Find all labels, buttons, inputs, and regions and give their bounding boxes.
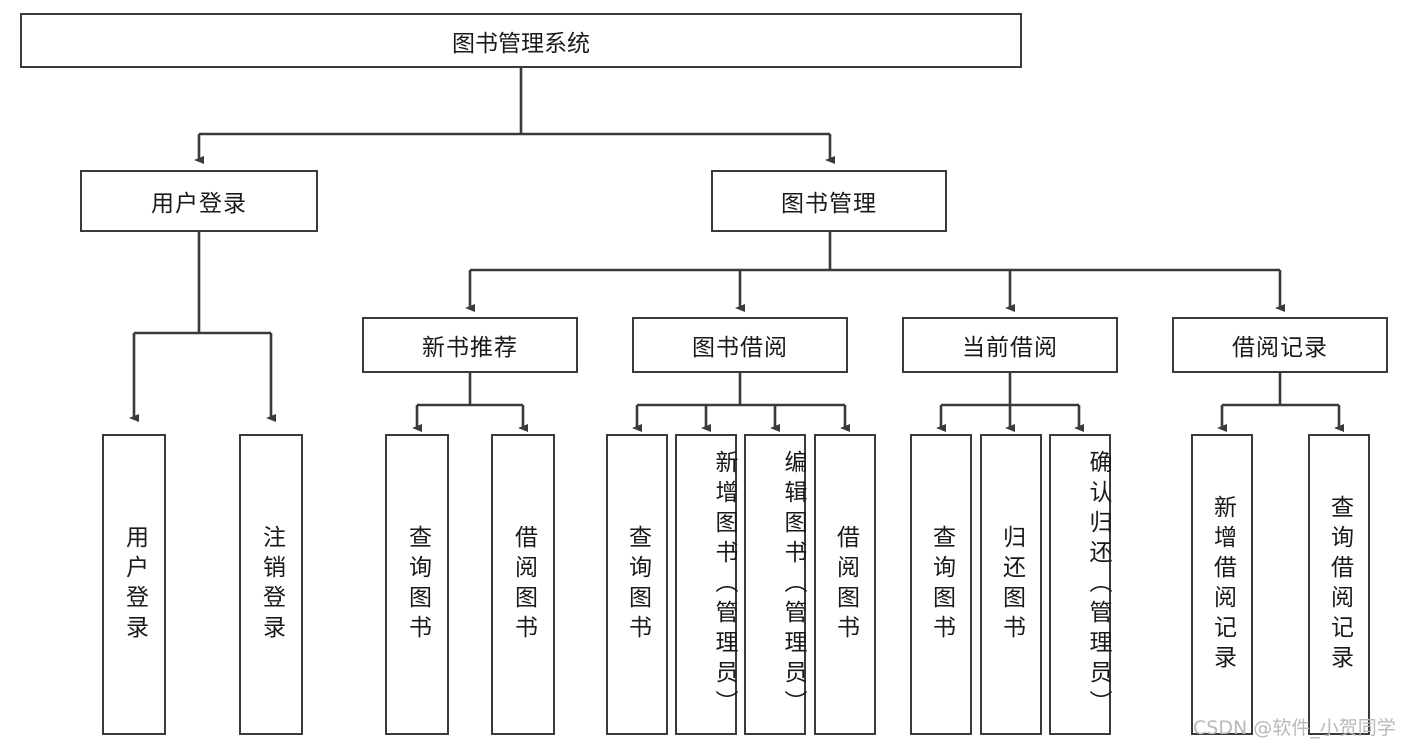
leaf-current-borrow-confirm-return-admin[interactable]: 确认归还（管理员） (1049, 434, 1111, 735)
node-label: 借阅记录 (1232, 335, 1328, 361)
leaf-book-borrow-query-book[interactable]: 查询图书 (606, 434, 668, 735)
leaf-borrow-record-query-record[interactable]: 查询借阅记录 (1308, 434, 1370, 735)
node-root-book-management-system[interactable]: 图书管理系统 (20, 13, 1022, 68)
leaf-current-borrow-return-book[interactable]: 归还图书 (980, 434, 1042, 735)
node-label: 查询图书 (928, 524, 955, 645)
leaf-new-book-borrow-book[interactable]: 借阅图书 (491, 434, 555, 735)
node-label: 新增借阅记录 (1209, 494, 1236, 675)
node-label: 注销登录 (258, 524, 285, 645)
node-label: 借阅图书 (510, 524, 537, 645)
node-label: 查询图书 (624, 524, 651, 645)
node-borrow-record[interactable]: 借阅记录 (1172, 317, 1388, 373)
node-label: 用户登录 (121, 524, 148, 645)
node-book-borrow[interactable]: 图书借阅 (632, 317, 848, 373)
node-label: 图书管理系统 (452, 30, 590, 57)
node-label: 查询图书 (404, 524, 431, 645)
node-label: 归还图书 (998, 524, 1025, 645)
node-label: 新书推荐 (422, 335, 518, 361)
node-label: 图书管理 (781, 191, 877, 217)
node-new-book-recommend[interactable]: 新书推荐 (362, 317, 578, 373)
leaf-new-book-query-book[interactable]: 查询图书 (385, 434, 449, 735)
leaf-borrow-record-add-record[interactable]: 新增借阅记录 (1191, 434, 1253, 735)
leaf-user-login-logout[interactable]: 注销登录 (239, 434, 303, 735)
node-book-management[interactable]: 图书管理 (711, 170, 947, 232)
leaf-user-login-login[interactable]: 用户登录 (102, 434, 166, 735)
node-label: 用户登录 (151, 191, 247, 217)
node-label: 当前借阅 (962, 335, 1058, 361)
leaf-book-borrow-add-book-admin[interactable]: 新增图书（管理员） (675, 434, 737, 735)
node-label: 确认归还（管理员） (1085, 449, 1111, 720)
csdn-watermark: CSDN @软件_小贺同学 (1193, 717, 1396, 739)
leaf-book-borrow-borrow-book[interactable]: 借阅图书 (814, 434, 876, 735)
node-label: 借阅图书 (832, 524, 859, 645)
leaf-book-borrow-edit-book-admin[interactable]: 编辑图书（管理员） (744, 434, 806, 735)
leaf-current-borrow-query-book[interactable]: 查询图书 (910, 434, 972, 735)
node-current-borrow[interactable]: 当前借阅 (902, 317, 1118, 373)
node-label: 编辑图书（管理员） (780, 449, 806, 720)
node-user-login[interactable]: 用户登录 (80, 170, 318, 232)
node-label: 查询借阅记录 (1326, 494, 1353, 675)
node-label: 图书借阅 (692, 335, 788, 361)
node-label: 新增图书（管理员） (711, 449, 737, 720)
